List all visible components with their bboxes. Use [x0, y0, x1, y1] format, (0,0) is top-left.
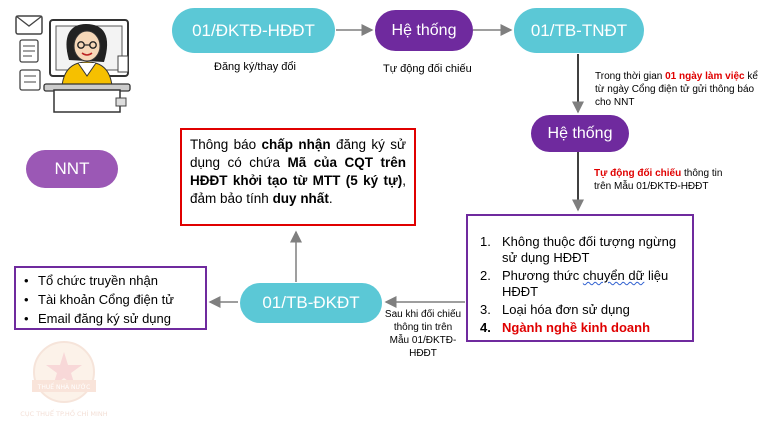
- node-notice-result: 01/TB-ĐKĐT: [240, 283, 382, 323]
- taxpayer-illustration-icon: [15, 15, 131, 113]
- svg-text:THUẾ NHÀ NƯỚC: THUẾ NHÀ NƯỚC: [37, 383, 91, 391]
- node-notice-receive: 01/TB-TNĐT: [514, 8, 644, 53]
- note-auto-compare: Tự động đối chiếu thông tin trên Mẫu 01/…: [594, 168, 723, 192]
- criterion-item: 2.Phương thức chuyển dữ liệu HĐĐT: [480, 268, 669, 299]
- channel-item: Tổ chức truyền nhận: [24, 271, 197, 290]
- accept-notice-box: Thông báo chấp nhận đăng ký sử dụng có c…: [180, 128, 416, 226]
- channel-item: Tài khoản Cổng điện tử: [24, 290, 197, 309]
- node-system-mid: Hệ thống: [531, 115, 629, 152]
- node-nnt: NNT: [26, 150, 118, 188]
- channel-item: Email đăng ký sử dụng: [24, 309, 197, 328]
- criterion-item: 1.Không thuộc đối tượng ngừng sử dụng HĐ…: [480, 234, 677, 265]
- node-register-form: 01/ĐKTĐ-HĐĐT: [172, 8, 335, 53]
- tax-department-watermark-logo: THUẾ NHÀ NƯỚC CỤC THUẾ TP.HỒ CHÍ MINH: [20, 341, 108, 418]
- compare-criteria-box: 1.Không thuộc đối tượng ngừng sử dụng HĐ…: [466, 214, 694, 342]
- criterion-item: 3.Loại hóa đơn sử dụng: [480, 302, 630, 317]
- criterion-item: 4.Ngành nghề kinh doanh: [480, 320, 651, 335]
- svg-text:CỤC THUẾ TP.HỒ CHÍ MINH: CỤC THUẾ TP.HỒ CHÍ MINH: [20, 408, 108, 418]
- caption-auto-compare: Tự động đối chiếu: [383, 63, 472, 75]
- note-time-window: Trong thời gian 01 ngày làm việc kể từ n…: [595, 71, 758, 108]
- caption-register-change: Đăng ký/thay đổi: [214, 61, 296, 73]
- delivery-channels-box: Tổ chức truyền nhận Tài khoản Cổng điện …: [14, 266, 207, 330]
- note-after-compare: Sau khi đối chiếu thông tin trên Mẫu 01/…: [384, 309, 462, 359]
- node-system-top: Hệ thống: [375, 10, 473, 51]
